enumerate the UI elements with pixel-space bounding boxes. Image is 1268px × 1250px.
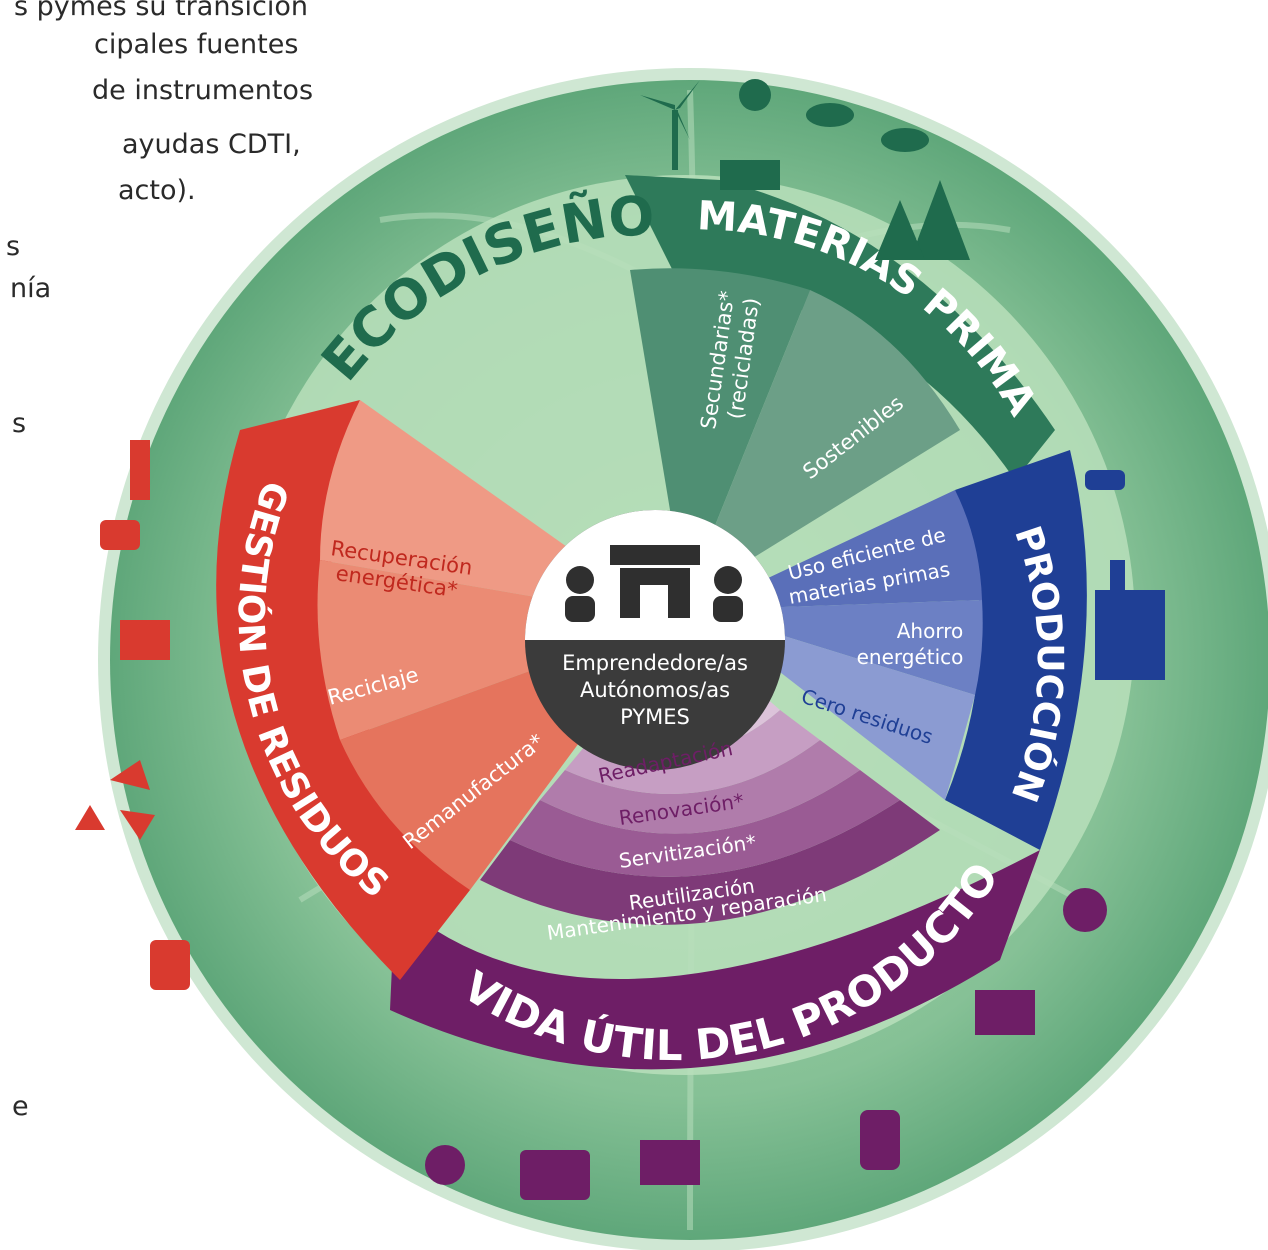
vida-util-ring-3 [540, 740, 860, 834]
sun-icon [739, 79, 771, 111]
text-line: s [12, 408, 27, 439]
produccion-band [945, 450, 1087, 850]
recycle-icon [75, 440, 190, 990]
center-label-3: PYMES [620, 705, 690, 729]
solar-panel-icon [720, 160, 780, 190]
vida-util-ring-1 [480, 800, 940, 925]
prod-item-ahorro-1: Ahorro [897, 619, 963, 643]
rain-cloud-icon [806, 103, 929, 152]
prod-item-ahorro-2: energético [857, 645, 964, 669]
vida-util-ring-4 [565, 710, 820, 794]
text-line: e [12, 1091, 29, 1122]
vida-util-ring-2 [510, 770, 900, 877]
text-line: cipales fuentes [94, 29, 299, 60]
text-line: de instrumentos [92, 75, 314, 106]
materias-primas-band [625, 175, 1055, 480]
text-line: s [6, 231, 21, 262]
text-line: nía [10, 273, 52, 304]
trees-icon [875, 180, 970, 260]
center-label-2: Autónomos/as [580, 678, 730, 702]
text-line: s pymes su transición [14, 0, 308, 22]
store-icon [565, 545, 743, 622]
text-line: acto). [118, 175, 196, 206]
produccion-wedge-a [700, 490, 982, 610]
factory-icon [1085, 470, 1165, 680]
wind-turbine-icon [640, 80, 700, 170]
center-label-1: Emprendedore/as [562, 651, 748, 675]
tools-icon [425, 888, 1107, 1200]
text-line: ayudas CDTI, [122, 129, 301, 160]
vida-util-band [390, 850, 1040, 1070]
materias-primas-wedge-b [685, 290, 960, 600]
